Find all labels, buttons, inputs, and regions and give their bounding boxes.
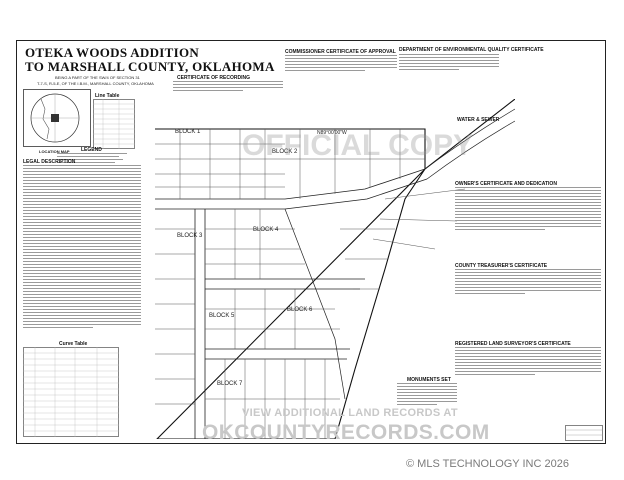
location-map-label: LOCATION MAP	[39, 149, 70, 154]
plat-title-line2: TO MARSHALL COUNTY, OKLAHOMA	[25, 59, 275, 74]
title-stamp	[565, 425, 603, 441]
monuments-text	[397, 383, 457, 407]
curve-table-label: Curve Table	[59, 341, 88, 347]
curve-table	[23, 347, 119, 437]
deq-cert-label: DEPARTMENT OF ENVIRONMENTAL QUALITY CERT…	[399, 47, 544, 53]
records-watermark-line1: VIEW ADDITIONAL LAND RECORDS AT	[242, 407, 458, 419]
water-sewer-label: WATER & SEWER	[457, 117, 500, 123]
watermark-overlay: OFFICIAL COPY	[242, 129, 474, 162]
records-watermark-line2: OKCOUNTYRECORDS.COM	[202, 421, 490, 444]
block-label: BLOCK 2	[272, 149, 298, 155]
cert-recording-label: CERTIFICATE OF RECORDING	[177, 75, 250, 81]
surveyor-cert-label: REGISTERED LAND SURVEYOR'S CERTIFICATE	[455, 341, 571, 347]
block-label: BLOCK 3	[177, 233, 203, 239]
cert-recording-text	[173, 81, 283, 93]
block-label: BLOCK 4	[253, 227, 279, 233]
owners-cert-text	[455, 187, 601, 232]
block-label: BLOCK 6	[287, 307, 313, 313]
copyright-notice: © MLS TECHNOLOGY INC 2026	[406, 458, 569, 470]
legal-description-label: LEGAL DESCRIPTION	[23, 159, 76, 165]
surveyor-cert-text	[455, 347, 601, 377]
owners-cert-label: OWNER'S CERTIFICATE AND DEDICATION	[455, 181, 557, 187]
plat-subtitle: BEING A PART OF THE SW/4 OF SECTION 31	[55, 75, 140, 80]
legal-description-text	[23, 165, 141, 330]
commissioner-cert-text	[285, 55, 397, 73]
legend-label: LEGEND	[81, 147, 102, 153]
line-table-label: Line Table	[95, 93, 120, 99]
commissioner-cert-label: COMMISSIONER CERTIFICATE OF APPROVAL	[285, 49, 396, 55]
deq-cert-text	[399, 54, 499, 72]
monuments-label: MONUMENTS SET	[407, 377, 451, 383]
block-label: BLOCK 5	[209, 313, 235, 319]
location-map	[23, 89, 91, 147]
block-label: BLOCK 7	[217, 381, 243, 387]
plat-title-line1: OTEKA WOODS ADDITION	[25, 45, 200, 60]
line-table	[93, 99, 135, 149]
plat-sheet: OTEKA WOODS ADDITION TO MARSHALL COUNTY,…	[16, 40, 606, 444]
plat-drawing	[155, 99, 515, 439]
block-label: BLOCK 1	[175, 129, 201, 135]
treasurer-cert-text	[455, 269, 601, 296]
bearing-label: N89°00'00"W	[317, 130, 347, 136]
treasurer-cert-label: COUNTY TREASURER'S CERTIFICATE	[455, 263, 548, 269]
plat-subtitle-2: T-7-S, R-5-E, OF THE I.B.M., MARSHALL CO…	[37, 81, 154, 86]
